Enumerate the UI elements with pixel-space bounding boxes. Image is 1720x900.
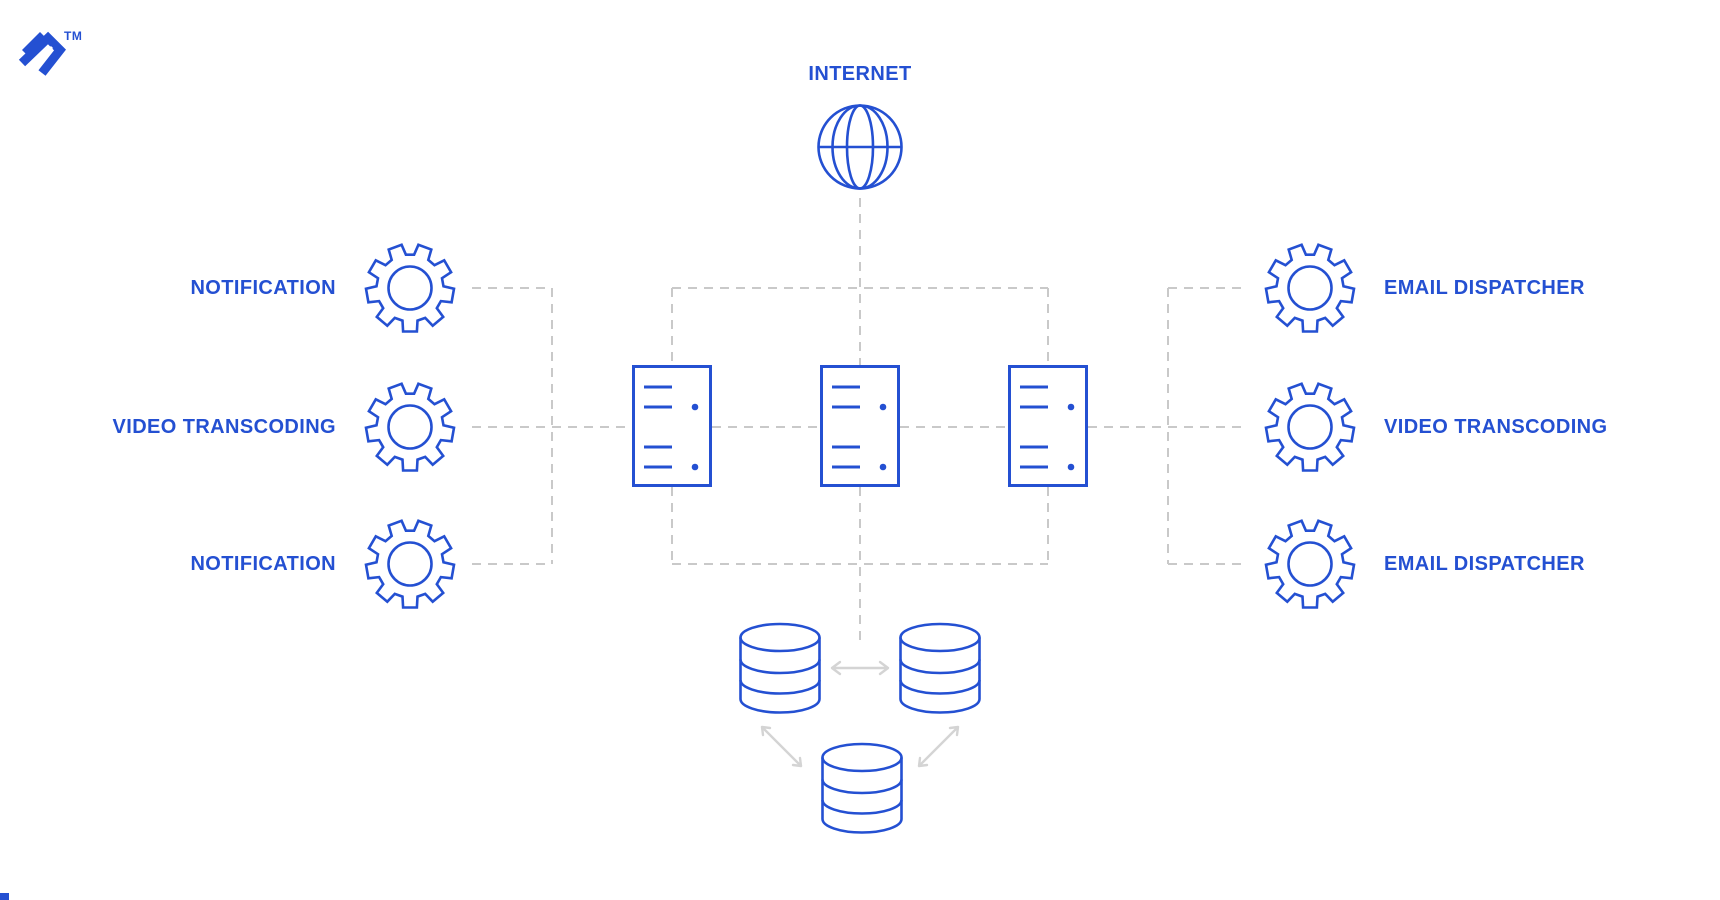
service-label: EMAIL DISPATCHER bbox=[1384, 277, 1585, 299]
server-icon bbox=[1008, 365, 1088, 487]
dashed-connector-right bbox=[1088, 287, 1248, 565]
server-icon bbox=[632, 365, 712, 487]
horizontal-sync-arrow-icon bbox=[830, 660, 890, 676]
service-label: VIDEO TRANSCODING bbox=[112, 416, 336, 438]
gear-icon bbox=[364, 518, 456, 610]
diagonal-sync-arrow-left-icon bbox=[760, 725, 803, 768]
gear-icon bbox=[364, 242, 456, 334]
dashed-connector-left bbox=[472, 287, 632, 565]
gear-icon bbox=[1264, 381, 1356, 473]
globe-icon bbox=[816, 103, 904, 191]
database-icon bbox=[899, 622, 981, 714]
service-label: EMAIL DISPATCHER bbox=[1384, 553, 1585, 575]
gear-icon bbox=[1264, 242, 1356, 334]
gear-icon bbox=[1264, 518, 1356, 610]
service-label: NOTIFICATION bbox=[190, 277, 336, 299]
database-icon bbox=[821, 742, 903, 834]
diagonal-sync-arrow-right-icon bbox=[917, 725, 960, 768]
internet-label: INTERNET bbox=[808, 63, 912, 85]
gear-icon bbox=[364, 381, 456, 473]
dashed-connector-server-grid bbox=[671, 287, 1049, 565]
server-icon bbox=[820, 365, 900, 487]
service-label: VIDEO TRANSCODING bbox=[1384, 416, 1608, 438]
database-icon bbox=[739, 622, 821, 714]
toptal-logo-icon bbox=[18, 31, 66, 76]
page-edge-artifact bbox=[0, 893, 9, 900]
service-label: NOTIFICATION bbox=[190, 553, 336, 575]
trademark-label: TM bbox=[64, 29, 83, 43]
